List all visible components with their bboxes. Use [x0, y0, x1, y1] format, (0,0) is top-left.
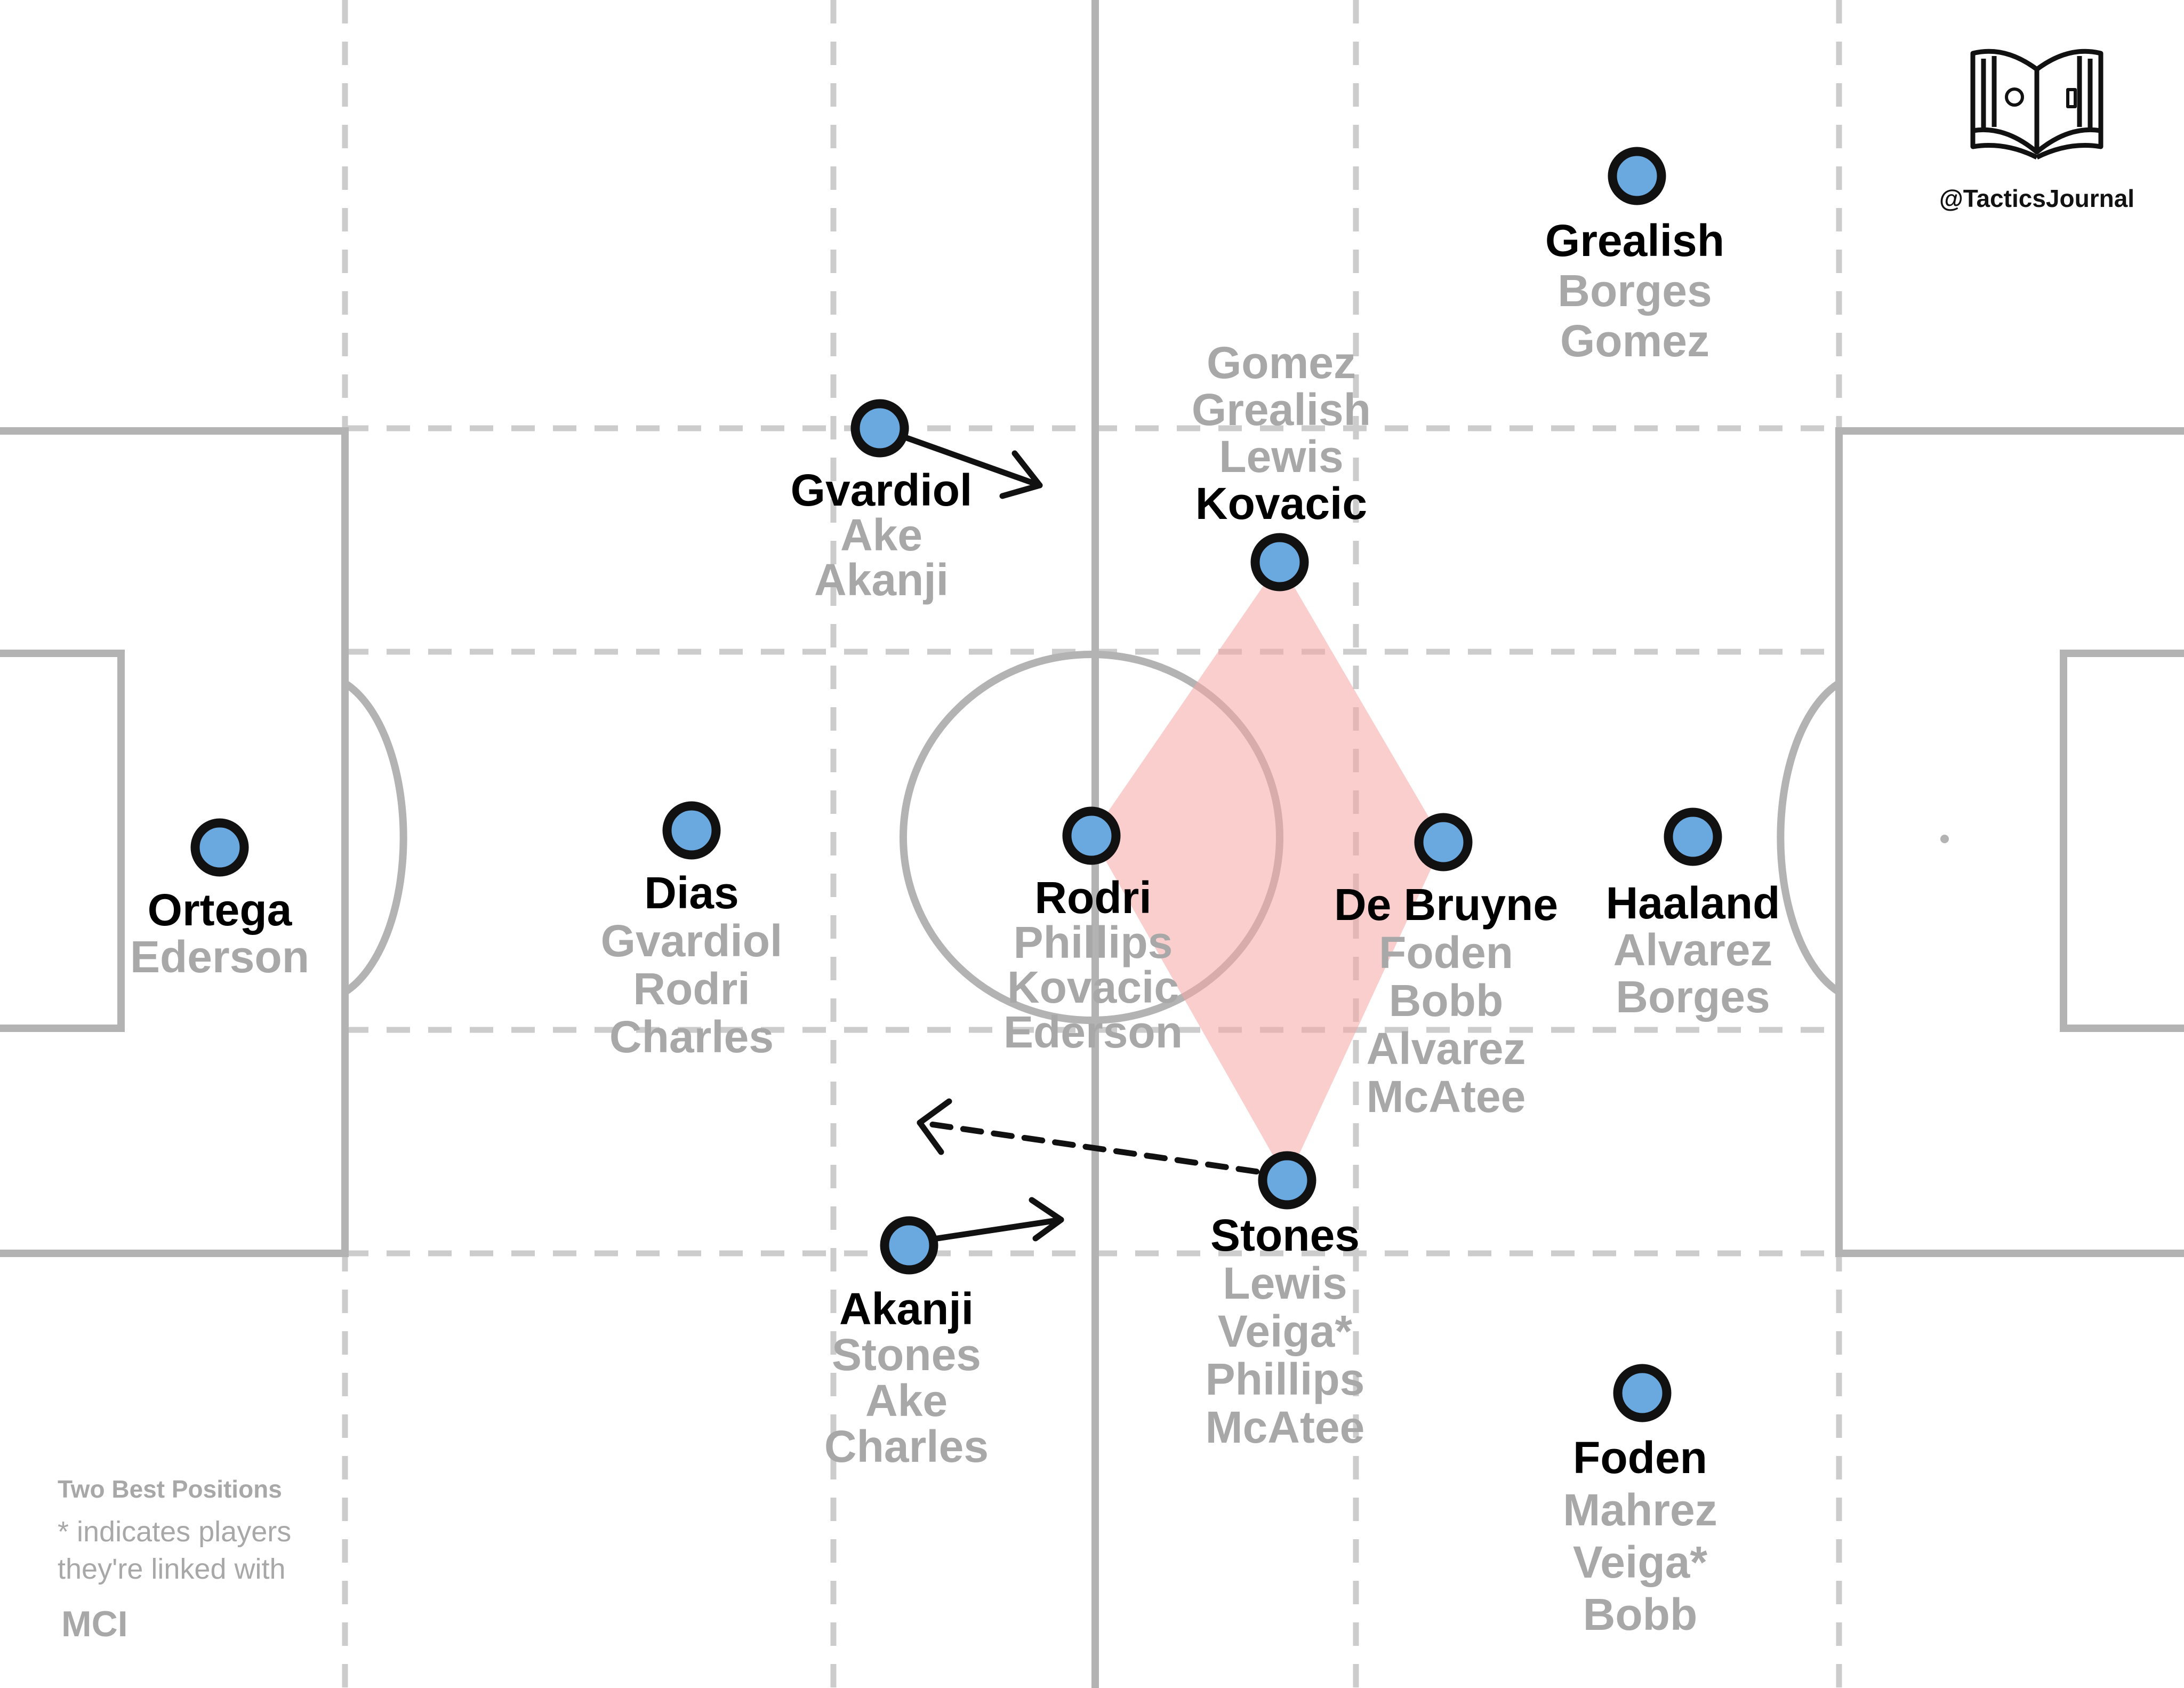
player-alternate: Charles: [824, 1421, 989, 1471]
stones-dashed-arrow: [917, 1119, 1290, 1179]
team-code: MCI: [61, 1604, 128, 1644]
legend: Two Best Positions * indicates players t…: [58, 1475, 291, 1644]
book-right-pages: [2035, 56, 2103, 160]
legend-title: Two Best Positions: [58, 1475, 282, 1503]
akanji-arrowhead: [1029, 1197, 1064, 1242]
player-name: Akanji: [839, 1284, 974, 1334]
left-penalty-area: [0, 427, 349, 1257]
player-alternate: Lewis: [1219, 431, 1343, 482]
left-penalty-arc: [343, 680, 407, 995]
player-alternate: Charles: [609, 1012, 774, 1062]
player-marker: [1608, 147, 1666, 205]
right-penalty-spot: [1940, 835, 1949, 843]
right-six-yard-box: [2060, 650, 2184, 1032]
player-alternate: Stones: [832, 1330, 981, 1380]
right-penalty-area: [1835, 427, 2184, 1257]
player-name: De Bruyne: [1334, 879, 1558, 930]
player-marker: [1250, 533, 1309, 591]
tactics-journal-logo: [1970, 49, 2103, 160]
player-alternate: Phillips: [1014, 917, 1173, 967]
player-marker: [850, 399, 909, 458]
player-name: Stones: [1210, 1210, 1360, 1260]
player-alternate: Mahrez: [1563, 1485, 1717, 1535]
player-name: Kovacic: [1195, 478, 1367, 529]
player-alternate: Ederson: [1003, 1007, 1183, 1057]
legend-note-line1: * indicates players: [58, 1516, 291, 1548]
player-marker: [1414, 813, 1473, 871]
book-pitch-box-icon: [2066, 88, 2077, 108]
player-alternate: Lewis: [1223, 1258, 1347, 1308]
player-alternate: Kovacic: [1007, 962, 1179, 1012]
player-alternate: Veiga*: [1573, 1537, 1707, 1587]
player-alternate: Gomez: [1207, 338, 1356, 388]
player-alternate: Akanji: [814, 555, 949, 605]
player-alternate: McAtee: [1206, 1402, 1365, 1452]
player-alternate: Ederson: [130, 932, 309, 982]
player-alternate: Foden: [1379, 927, 1513, 978]
legend-note-line2: they're linked with: [58, 1553, 286, 1585]
player-alternate: Rodri: [633, 964, 750, 1014]
player-marker: [880, 1216, 938, 1275]
player-name: Gvardiol: [791, 465, 973, 515]
player-marker: [1062, 806, 1121, 865]
player-alternate: Alvarez: [1613, 925, 1773, 975]
twitter-handle: @TacticsJournal: [1939, 185, 2134, 212]
player-alternate: Veiga*: [1218, 1306, 1352, 1356]
player-marker: [662, 801, 721, 860]
player-marker: [1258, 1151, 1316, 1210]
player-name: Dias: [644, 868, 738, 918]
left-six-yard-box: [0, 650, 125, 1032]
player-name: Rodri: [1034, 873, 1151, 923]
midfield-diamond: [1091, 562, 1443, 1180]
right-penalty-arc: [1777, 680, 1841, 995]
player-marker: [1664, 807, 1722, 866]
player-name: Foden: [1573, 1433, 1707, 1483]
player-alternate: Ake: [840, 510, 922, 560]
player-alternate: Bobb: [1583, 1589, 1698, 1639]
player-marker: [190, 818, 249, 877]
player-alternate: McAtee: [1367, 1071, 1526, 1122]
player-alternate: Borges: [1557, 266, 1712, 316]
book-left-pages: [1970, 56, 2038, 160]
player-alternate: Ake: [865, 1375, 948, 1426]
player-alternate: Borges: [1616, 972, 1770, 1022]
player-alternate: Bobb: [1389, 975, 1504, 1026]
players-layer: OrtegaEdersonDiasGvardiolRodriCharlesGva…: [130, 147, 1780, 1639]
stones-dashed-arrowhead: [917, 1098, 952, 1155]
player-alternate: Grealish: [1192, 385, 1371, 435]
player-marker: [1613, 1364, 1672, 1422]
player-alternate: Phillips: [1206, 1354, 1365, 1404]
player-name: Grealish: [1545, 215, 1724, 266]
player-name: Ortega: [148, 885, 293, 935]
player-alternate: Alvarez: [1367, 1023, 1526, 1074]
player-alternate: Gvardiol: [601, 916, 783, 966]
book-pitch-circle-icon: [2005, 87, 2024, 107]
gvardiol-arrowhead: [999, 450, 1043, 499]
player-alternate: Gomez: [1560, 316, 1709, 366]
player-name: Haaland: [1606, 878, 1780, 928]
